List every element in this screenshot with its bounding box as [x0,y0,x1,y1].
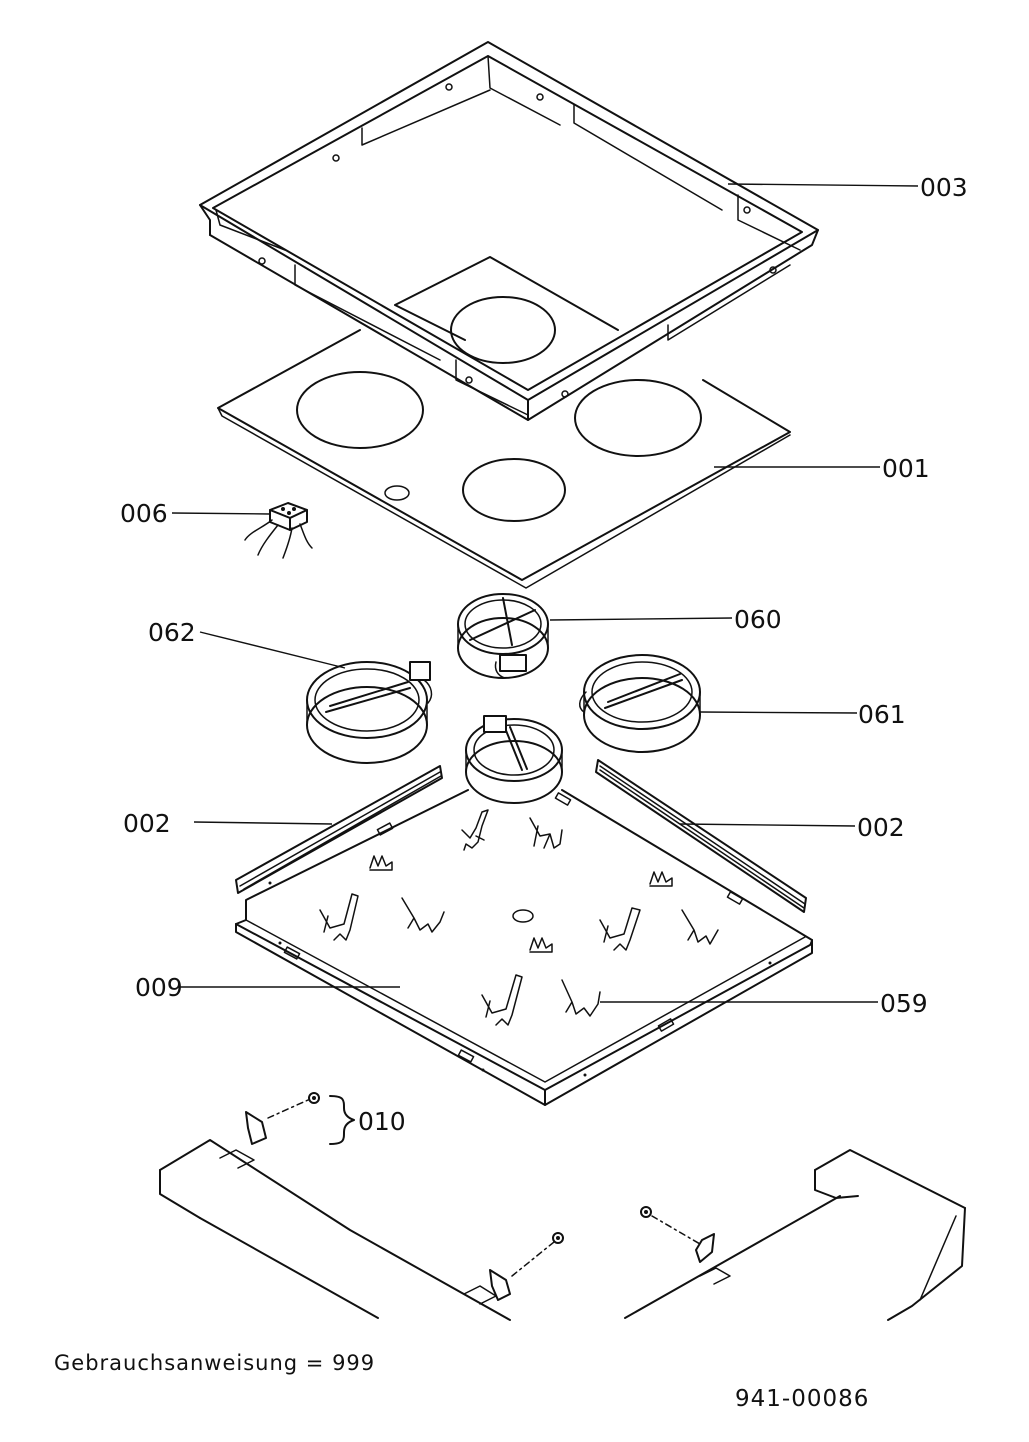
bracket [529,937,553,953]
element-brackets-part-059 [319,809,719,1026]
bracket [681,909,719,945]
label-001: 001 [882,454,930,483]
bracket [461,809,489,851]
label-010: 010 [358,1107,406,1136]
bracket [401,897,445,933]
label-059: 059 [880,989,928,1018]
bracket [599,907,641,951]
part-labels: 003 001 006 060 062 061 002 002 009 059 … [120,173,968,1136]
connector-part-006 [244,502,313,559]
label-009: 009 [135,973,183,1002]
heating-element-front [465,715,563,804]
manual-note: Gebrauchsanweisung = 999 [54,1351,376,1375]
label-060: 060 [734,605,782,634]
bottom-housing [159,1139,966,1321]
label-002-right: 002 [857,813,905,842]
label-006: 006 [120,499,168,528]
bracket [369,855,393,871]
bracket [481,974,523,1026]
clip-screw-set-part-010 [245,1092,715,1301]
heating-element-part-061 [579,654,701,753]
heating-element-part-062 [306,661,433,764]
bracket [529,817,563,849]
support-tray-part-009 [235,789,813,1106]
drawing-number: 941-00086 [735,1386,870,1412]
label-002-left: 002 [123,809,171,838]
label-061: 061 [858,700,906,729]
side-rail-part-002-left [235,765,443,894]
bracket [649,871,673,887]
label-062: 062 [148,618,196,647]
side-rail-part-002-right [595,759,807,913]
leader-lines [171,183,919,1003]
bracket [561,979,601,1017]
ceramic-hob-part-001 [217,256,791,589]
bracket [319,893,359,941]
heating-element-part-060 [457,593,549,679]
label-003: 003 [920,173,968,202]
top-frame-part-003 [199,41,819,421]
